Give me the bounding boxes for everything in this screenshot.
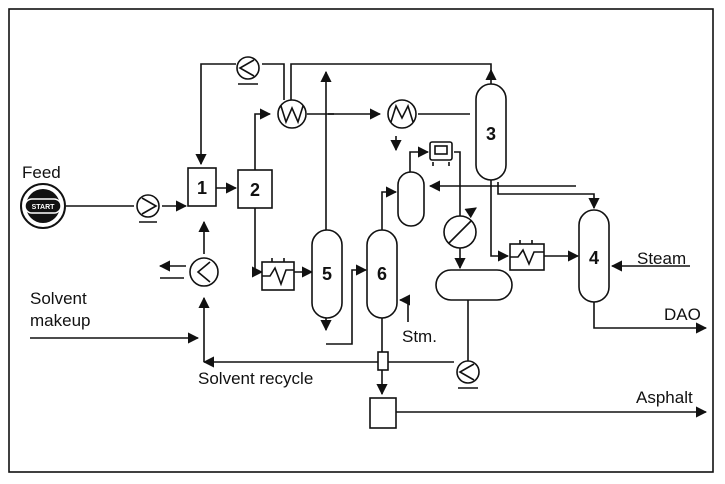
line-hx-to-top-pump [262, 63, 285, 100]
unit-2-separator [237, 169, 273, 209]
line-3-bottom-to-heater [490, 180, 510, 262]
column-3-label: 3 [486, 124, 496, 144]
compressor-icon [429, 141, 453, 166]
feed-label: Feed [22, 163, 61, 182]
solvent-recycle-label: Solvent recycle [198, 369, 313, 388]
cooler-valve-icon [443, 207, 477, 249]
solvent-makeup-label-line2: makeup [30, 311, 90, 330]
asphalt-drum [369, 397, 397, 429]
solvent-heat-exchanger-icon [189, 257, 219, 287]
asphalt-label: Asphalt [636, 388, 693, 407]
overhead-3-to-hx [290, 63, 492, 107]
overhead-heat-exchanger-icon [277, 99, 307, 129]
solvent-makeup-label-line1: Solvent [30, 289, 87, 308]
column-5-label: 5 [322, 264, 332, 284]
line-3-to-4 [497, 182, 600, 210]
top-pump-icon [236, 56, 260, 85]
unit-1-mixer [187, 167, 217, 207]
line-compressor-out [454, 151, 461, 186]
line-drum-to-compressor [409, 146, 430, 172]
heater-4-icon [509, 240, 545, 271]
stm-line [398, 294, 411, 322]
column-4-label: 4 [589, 248, 599, 268]
dao-label: DAO [664, 305, 701, 324]
condenser-icon [387, 99, 417, 129]
recycle-pump-icon [456, 360, 480, 389]
start-label: START [32, 204, 56, 211]
heater-5-icon [261, 258, 295, 291]
asphalt-chute [377, 351, 389, 371]
column-3 [475, 83, 507, 181]
steam-label: Steam [637, 249, 686, 268]
flash-drum [397, 171, 425, 227]
solvent-tank [435, 269, 513, 301]
unit-2-label: 2 [250, 180, 260, 200]
line-5-bottom-to-6 [326, 264, 368, 345]
diagram-frame [8, 8, 714, 473]
feed-start-icon: START [20, 183, 66, 229]
feed-pump-icon [136, 194, 160, 223]
stream-lines [30, 63, 708, 418]
column-5 [311, 229, 343, 319]
line-2-to-heater [251, 208, 264, 278]
stm-label: Stm. [402, 327, 437, 346]
dao-line [593, 300, 708, 334]
line-2-to-hx [254, 108, 272, 170]
column-4 [578, 209, 610, 303]
top-loop-line [195, 63, 236, 166]
column-6-label: 6 [377, 264, 387, 284]
line-6-to-drum [381, 186, 398, 232]
column-6 [366, 229, 398, 319]
unit-1-label: 1 [197, 178, 207, 198]
